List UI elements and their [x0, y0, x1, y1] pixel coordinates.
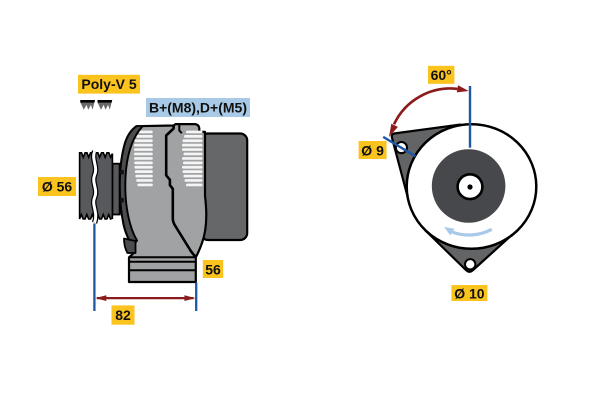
svg-text:56: 56: [205, 261, 221, 277]
svg-text:Ø 56: Ø 56: [42, 179, 73, 195]
svg-text:B+(M8),D+(M5): B+(M8),D+(M5): [149, 100, 247, 116]
svg-text:Ø 10: Ø 10: [454, 285, 485, 301]
svg-text:60°: 60°: [431, 67, 452, 83]
svg-text:82: 82: [115, 307, 131, 323]
svg-text:Poly-V 5: Poly-V 5: [81, 76, 136, 92]
svg-text:Ø 9: Ø 9: [361, 142, 384, 158]
